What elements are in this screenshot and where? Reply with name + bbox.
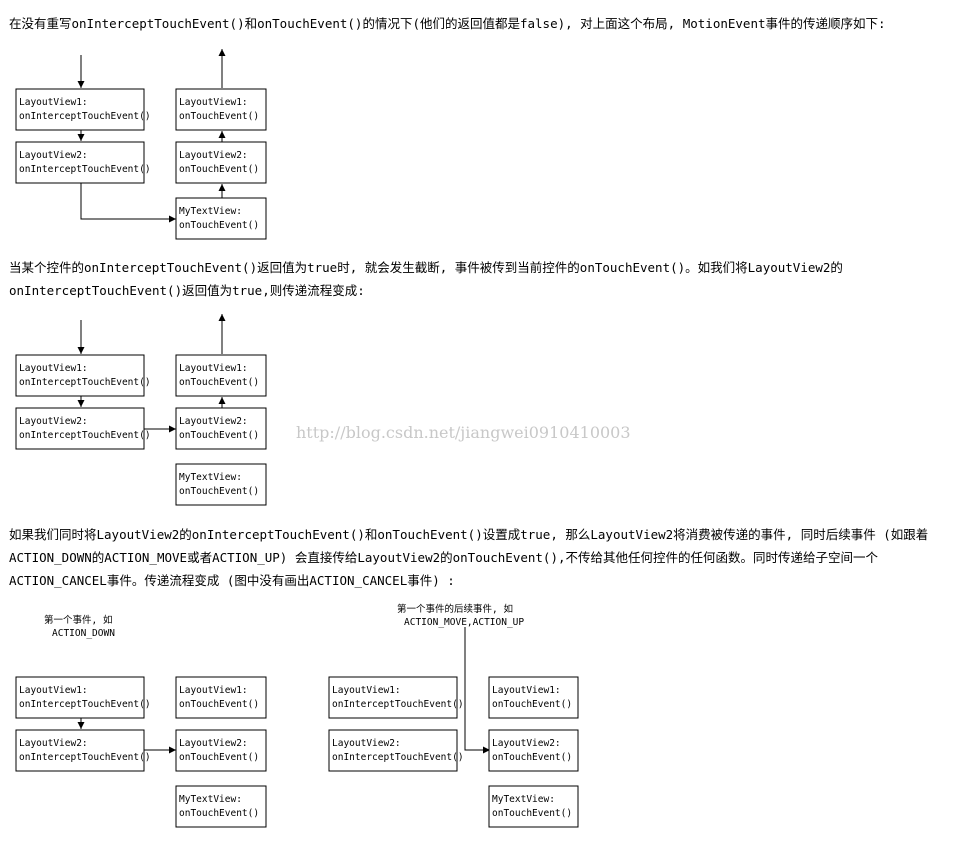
box-title: LayoutView1: [19,97,88,108]
box-method: onTouchEvent() [179,430,259,441]
note-later-events: 第一个事件的后续事件, 如 [397,603,513,615]
box-layoutview1-intercept: LayoutView1: onInterceptTouchEvent() [15,354,151,397]
box-layoutview1-intercept: LayoutView1: onInterceptTouchEvent() [15,676,151,719]
box-title: LayoutView2: [179,150,248,161]
box-layoutview2-intercept: LayoutView2: onInterceptTouchEvent() [15,407,151,450]
note-first-event: 第一个事件, 如 [44,614,112,626]
box-mytextview-touch: MyTextView: onTouchEvent() [175,785,267,828]
box-method: onInterceptTouchEvent() [19,699,151,710]
box-title: MyTextView: [179,472,242,483]
box-title: LayoutView1: [179,363,248,374]
box-method: onTouchEvent() [179,377,259,388]
box-title: LayoutView1: [179,685,248,696]
box-layoutview2-intercept: LayoutView2: onInterceptTouchEvent() [15,141,151,184]
note-first-event-action: ACTION_DOWN [52,628,115,639]
box-title: MyTextView: [179,794,242,805]
box-layoutview2-touch: LayoutView2: onTouchEvent() [175,407,267,450]
box-method: onTouchEvent() [179,111,259,122]
diagram-consume-later-events: 第一个事件的后续事件, 如 ACTION_MOVE,ACTION_UP Layo… [328,603,579,828]
paragraph-consume-line1: 如果我们同时将LayoutView2的onInterceptTouchEvent… [9,527,929,542]
box-method: onTouchEvent() [179,752,259,763]
box-method: onInterceptTouchEvent() [332,699,464,710]
box-method: onTouchEvent() [179,808,259,819]
note-later-events-actions: ACTION_MOVE,ACTION_UP [404,617,524,628]
box-title: LayoutView2: [332,738,401,749]
box-method: onTouchEvent() [179,220,259,231]
box-layoutview2-touch: LayoutView2: onTouchEvent() [488,729,579,772]
paragraph-consume-line2: ACTION_DOWN的ACTION_MOVE或者ACTION_UP) 会直接传… [9,550,879,565]
box-method: onInterceptTouchEvent() [19,752,151,763]
box-method: onTouchEvent() [179,699,259,710]
box-layoutview1-touch: LayoutView1: onTouchEvent() [488,676,579,719]
box-title: LayoutView1: [332,685,401,696]
box-layoutview1-intercept: LayoutView1: onInterceptTouchEvent() [15,88,151,131]
box-layoutview2-touch: LayoutView2: onTouchEvent() [175,141,267,184]
box-method: onTouchEvent() [179,486,259,497]
box-method: onTouchEvent() [492,752,572,763]
box-title: LayoutView1: [492,685,561,696]
box-title: LayoutView2: [179,416,248,427]
box-layoutview2-intercept: LayoutView2: onInterceptTouchEvent() [15,729,151,772]
box-title: LayoutView1: [19,685,88,696]
box-title: LayoutView2: [179,738,248,749]
box-title: MyTextView: [179,206,242,217]
paragraph-default-flow: 在没有重写onInterceptTouchEvent()和onTouchEven… [9,16,886,31]
box-method: onTouchEvent() [492,699,572,710]
box-mytextview-touch: MyTextView: onTouchEvent() [175,463,267,506]
box-method: onInterceptTouchEvent() [19,430,151,441]
box-layoutview1-intercept: LayoutView1: onInterceptTouchEvent() [328,676,464,719]
box-method: onInterceptTouchEvent() [19,164,151,175]
box-layoutview1-touch: LayoutView1: onTouchEvent() [175,354,267,397]
arrow-to-mytextview [80,183,176,223]
box-mytextview-touch: MyTextView: onTouchEvent() [488,785,579,828]
paragraph-consume-line3: ACTION_CANCEL事件。传递流程变成 (图中没有画出ACTION_CAN… [9,573,455,588]
box-title: LayoutView1: [19,363,88,374]
box-title: LayoutView1: [179,97,248,108]
box-title: LayoutView2: [19,738,88,749]
box-layoutview2-touch: LayoutView2: onTouchEvent() [175,729,267,772]
box-method: onInterceptTouchEvent() [332,752,464,763]
box-title: LayoutView2: [19,416,88,427]
box-method: onTouchEvent() [179,164,259,175]
box-method: onInterceptTouchEvent() [19,377,151,388]
diagram-default-flow: LayoutView1: onInterceptTouchEvent() Lay… [15,49,267,240]
box-layoutview1-touch: LayoutView1: onTouchEvent() [175,676,267,719]
box-method: onInterceptTouchEvent() [19,111,151,122]
box-title: LayoutView2: [19,150,88,161]
box-title: MyTextView: [492,794,555,805]
diagram-intercept-flow: LayoutView1: onInterceptTouchEvent() Lay… [15,314,631,506]
paragraph-intercept-line1: 当某个控件的onInterceptTouchEvent()返回值为true时, … [9,260,843,275]
box-method: onTouchEvent() [492,808,572,819]
box-layoutview1-touch: LayoutView1: onTouchEvent() [175,88,267,131]
watermark-text: http://blog.csdn.net/jiangwei0910410003 [296,423,631,442]
box-mytextview-touch: MyTextView: onTouchEvent() [175,197,267,240]
diagram-consume-first-event: 第一个事件, 如 ACTION_DOWN LayoutView1: onInte… [15,614,267,828]
box-title: LayoutView2: [492,738,561,749]
paragraph-intercept-line2: onInterceptTouchEvent()返回值为true,则传递流程变成: [9,283,365,298]
box-layoutview2-intercept: LayoutView2: onInterceptTouchEvent() [328,729,464,772]
arrow-to-layoutview2-touch [464,627,490,754]
